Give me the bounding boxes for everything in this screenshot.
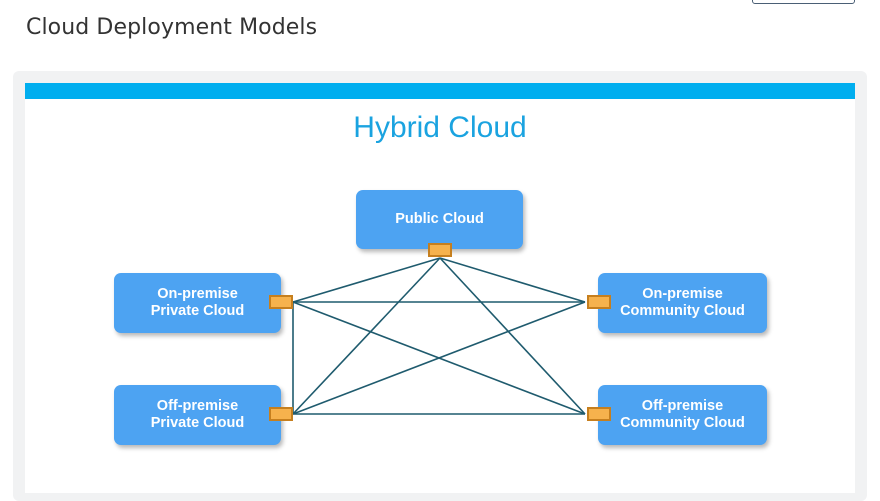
connector-onprem-private — [269, 295, 293, 309]
top-action-button[interactable] — [752, 0, 855, 4]
slide-accent-bar — [25, 83, 855, 99]
diagram-title: Hybrid Cloud — [353, 111, 527, 144]
node-public-cloud: Public Cloud — [356, 190, 523, 249]
connector-onprem-community — [587, 295, 611, 309]
connection-lines — [292, 257, 586, 415]
connector-offprem-community — [587, 407, 611, 421]
link-public-onprem-private — [292, 257, 441, 303]
node-offprem-community-cloud: Off-premise Community Cloud — [598, 385, 767, 445]
diagram-slide: Hybrid Cloud Public Cloud On-premise Pri… — [25, 83, 855, 493]
page-title: Cloud Deployment Models — [26, 15, 318, 40]
link-public-offprem-community — [439, 257, 586, 415]
connector-offprem-private — [269, 407, 293, 421]
node-onprem-community-cloud: On-premise Community Cloud — [598, 273, 767, 333]
node-offprem-private-cloud: Off-premise Private Cloud — [114, 385, 281, 445]
node-label: On-premise Private Cloud — [150, 286, 245, 319]
node-label: Off-premise Community Cloud — [620, 398, 745, 431]
link-public-onprem-community — [439, 257, 586, 303]
node-label: On-premise Community Cloud — [620, 286, 745, 319]
link-public-offprem-private — [292, 257, 441, 415]
node-onprem-private-cloud: On-premise Private Cloud — [114, 273, 281, 333]
link-offprem-private-onprem-community — [292, 301, 586, 415]
connector-public — [428, 243, 452, 257]
node-label: Off-premise Private Cloud — [150, 398, 245, 431]
node-label: Public Cloud — [395, 211, 484, 227]
